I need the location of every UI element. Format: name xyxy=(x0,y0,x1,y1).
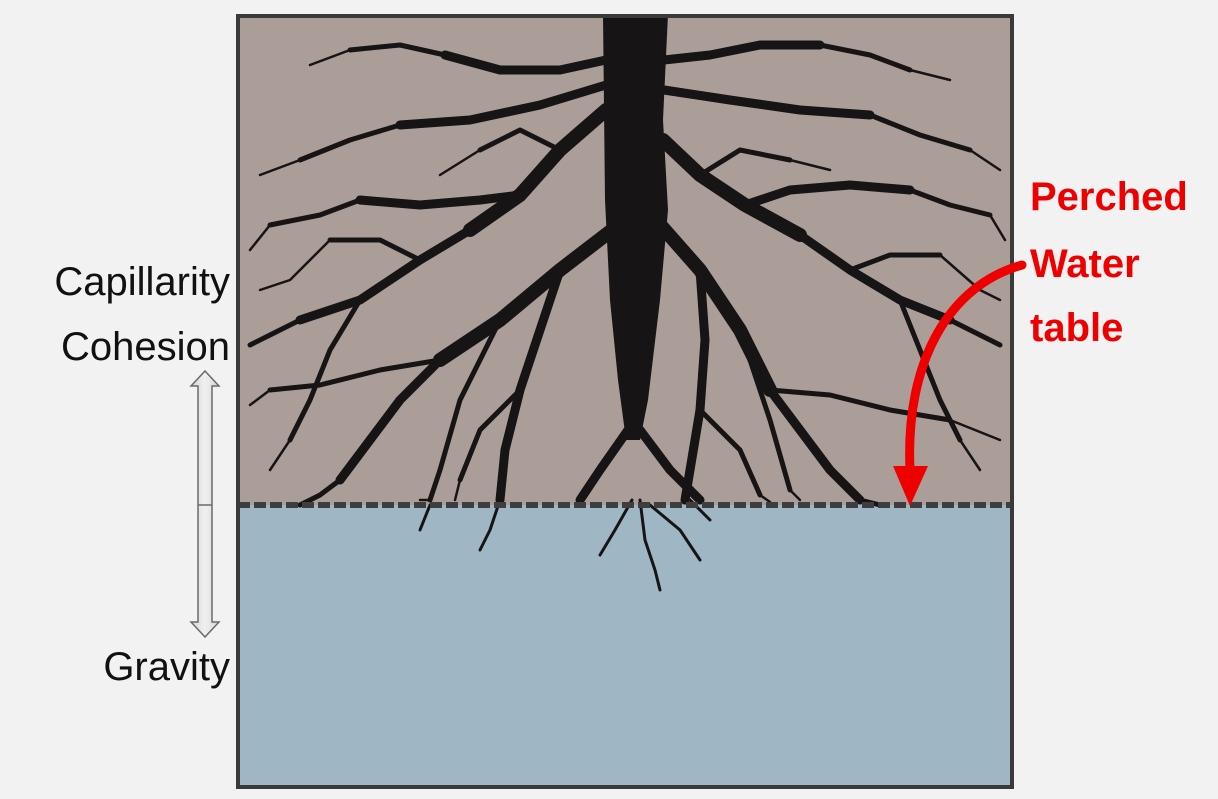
double-arrow xyxy=(189,369,221,639)
gravity-label: Gravity xyxy=(103,645,230,689)
diagram-frame xyxy=(236,14,1014,789)
callout-arrow xyxy=(893,260,1027,506)
callout-water-label: Water xyxy=(1030,242,1140,286)
callout-table-label: table xyxy=(1030,306,1124,350)
cohesion-label: Cohesion xyxy=(60,325,230,369)
water-layer xyxy=(238,505,1012,787)
callout-perched-label: Perched xyxy=(1030,175,1188,219)
root-system xyxy=(247,14,1007,592)
capillarity-label: Capillarity xyxy=(54,260,230,304)
